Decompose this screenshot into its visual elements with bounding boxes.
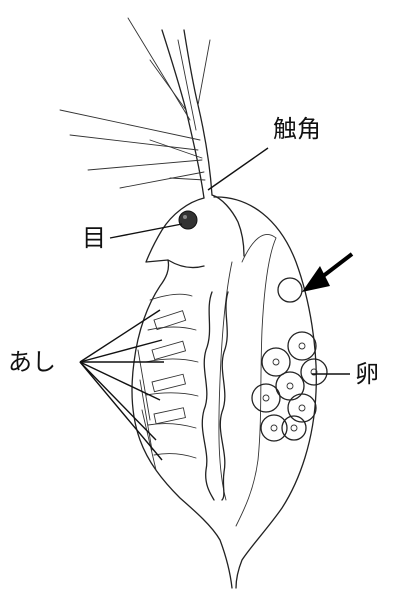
arrow-pointing-down-left-icon [302, 254, 352, 292]
legs [138, 294, 198, 470]
antenna-leader [208, 148, 268, 190]
eye-label: 目 [82, 226, 106, 250]
compound-eye [179, 211, 197, 229]
egg-label: 卵 [355, 362, 379, 386]
gut [202, 292, 228, 500]
head [146, 195, 244, 268]
antennae [60, 18, 212, 198]
leg-leaders [80, 310, 164, 460]
marked-organ [278, 278, 302, 302]
antenna-label: 触角 [273, 117, 321, 141]
legs-label: あし [8, 350, 56, 374]
eye-leader [110, 224, 182, 238]
